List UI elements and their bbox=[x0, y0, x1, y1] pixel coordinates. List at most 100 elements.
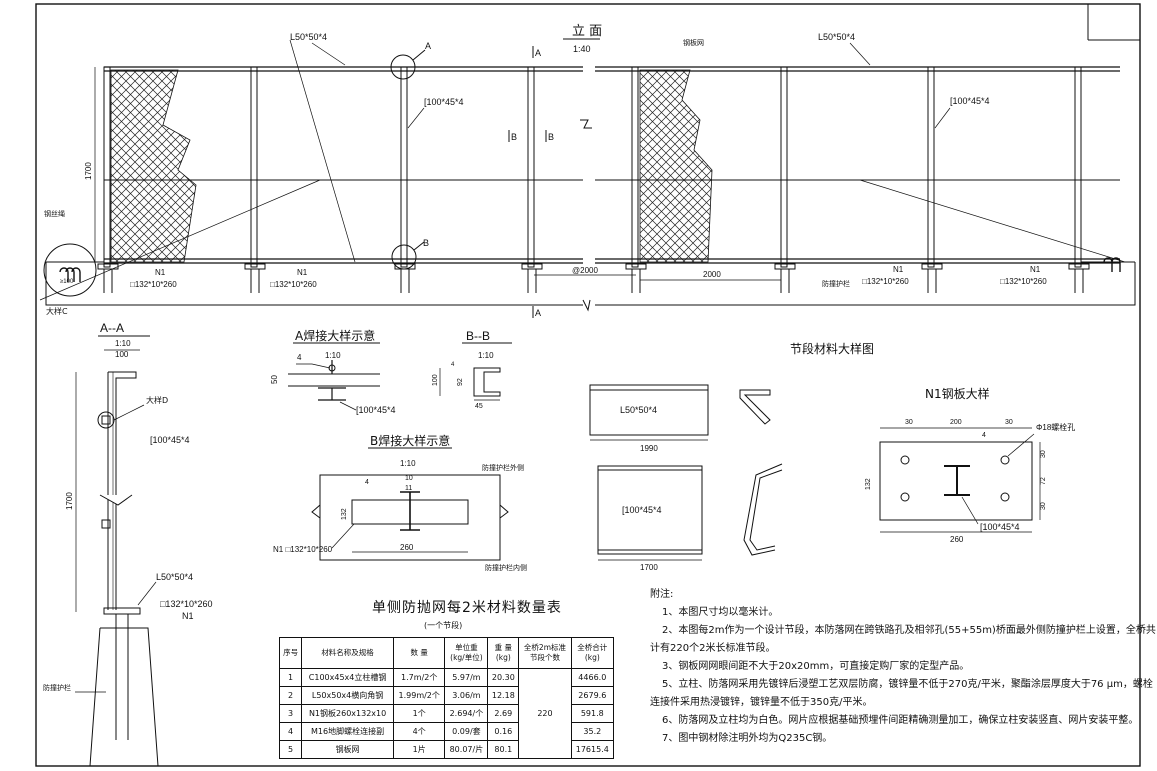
cell: M16地脚螺栓连接副 bbox=[301, 722, 394, 741]
cell: C100x45x4立柱槽钢 bbox=[301, 668, 394, 687]
segment-angle-label: L50*50*4 bbox=[620, 405, 657, 415]
section-aa-angle: L50*50*4 bbox=[156, 572, 193, 582]
cell: 3.06/m bbox=[444, 686, 489, 705]
weld-a-post: [100*45*4 bbox=[356, 405, 396, 415]
section-a-top: A bbox=[535, 48, 541, 58]
drawing-border bbox=[35, 3, 1141, 767]
cell: 1.99m/2个 bbox=[392, 686, 446, 705]
n1-plate-4: □132*10*260 bbox=[1000, 277, 1047, 286]
table-row: 5 钢板网 1片 80.07/片 80.1 17615.4 bbox=[278, 740, 615, 759]
n1-plate-1: □132*10*260 bbox=[130, 280, 177, 289]
cell: 0.16 bbox=[487, 722, 520, 741]
weld-a-detail: A焊接大样示意 1:10 4 50 [100*45*4 bbox=[270, 328, 396, 415]
mesh-panel-left bbox=[110, 69, 197, 263]
n1-weld: 4 bbox=[982, 432, 986, 439]
n1-dim-260: 260 bbox=[950, 535, 964, 544]
section-a-bottom: A bbox=[535, 308, 541, 318]
elevation-scale: 1:40 bbox=[573, 44, 591, 54]
cell: 1.7m/2个 bbox=[392, 668, 446, 687]
table-header-row: 序号 材料名称及规格 数 量 单位重(kg/单位) 重 量(kg) 全桥2m标准… bbox=[278, 637, 615, 669]
table-row: 2 L50x50x4横向角钢 1.99m/2个 3.06/m 12.18 267… bbox=[278, 686, 615, 705]
section-aa-height: 1700 bbox=[65, 492, 74, 510]
weld-b-260: 260 bbox=[400, 543, 414, 552]
cell: 2.694/个 bbox=[444, 704, 489, 723]
table-row: 3 N1钢板260x132x10 1个 2.694/个 2.69 591.8 bbox=[278, 704, 615, 723]
cell: 4 bbox=[278, 722, 303, 741]
cell: 4个 bbox=[392, 722, 446, 741]
cell: 钢板网 bbox=[301, 740, 394, 759]
section-aa-n1: N1 bbox=[182, 611, 194, 621]
section-bb-t: 4 bbox=[451, 362, 455, 368]
cell: 20.30 bbox=[487, 668, 520, 687]
segment-title: 节段材料大样图 bbox=[790, 341, 874, 356]
header-material: 材料名称及规格 bbox=[301, 637, 394, 669]
section-aa-barrier: 防撞护栏 bbox=[43, 683, 71, 692]
n1-label-3: N1 bbox=[893, 265, 904, 274]
n1-plate-2: □132*10*260 bbox=[270, 280, 317, 289]
mesh-label: 钢板网 bbox=[683, 38, 704, 47]
weld-b-title: B焊接大样示意 bbox=[370, 433, 450, 448]
detail-a-marker: A bbox=[425, 41, 431, 51]
mesh-panel-right bbox=[639, 69, 713, 263]
n1-plate-3: □132*10*260 bbox=[862, 277, 909, 286]
section-bb-scale: 1:10 bbox=[478, 351, 494, 360]
n1-dim-72: 72 bbox=[1040, 477, 1047, 485]
span-right-dim: 2000 bbox=[703, 270, 721, 279]
header-segments: 全桥2m标准节段个数 bbox=[518, 637, 572, 669]
elevation-title: 立 面 bbox=[572, 24, 602, 39]
table-title: 单侧防抛网每2米材料数量表 bbox=[372, 600, 562, 616]
n1-label-4: N1 bbox=[1030, 265, 1041, 274]
n1-dim-30a: 30 bbox=[905, 419, 913, 426]
n1-dim-30b: 30 bbox=[1005, 419, 1013, 426]
note-line: 6、防落网及立柱均为白色。网片应根据基础预埋件间距精确测量加工，确保立柱安装竖直… bbox=[662, 715, 1139, 726]
n1-bolt-label: Φ18螺栓孔 bbox=[1036, 422, 1075, 432]
cell: 35.2 bbox=[570, 722, 615, 741]
section-bb-h: 100 bbox=[432, 374, 439, 386]
section-bb-title: B--B bbox=[466, 329, 490, 343]
weld-a-scale: 1:10 bbox=[325, 351, 341, 360]
section-aa: A--A 1:10 100 大样D [100*45*4 1700 L50*50*… bbox=[43, 321, 212, 767]
small-dim: ≥100 bbox=[60, 279, 74, 285]
section-bb-w: 45 bbox=[475, 403, 483, 410]
cell: 2679.6 bbox=[570, 686, 615, 705]
cell: 17615.4 bbox=[570, 740, 615, 759]
segment-count-cell: 220 bbox=[518, 668, 572, 759]
cell: 3 bbox=[278, 704, 303, 723]
cell: 2 bbox=[278, 686, 303, 705]
section-aa-post: [100*45*4 bbox=[150, 435, 190, 445]
n1-title: N1钢板大样 bbox=[925, 386, 990, 401]
weld-b-outer: 防撞护栏外侧 bbox=[482, 463, 524, 472]
n1-dim-132: 132 bbox=[865, 478, 872, 490]
detail-b-marker: B bbox=[423, 238, 429, 248]
header-qty: 数 量 bbox=[392, 637, 446, 669]
detail-d-label: 大样D bbox=[146, 395, 168, 405]
n1-dim-30d: 30 bbox=[1040, 502, 1047, 510]
barrier-label: 防撞护栏 bbox=[822, 279, 850, 288]
cell: 80.1 bbox=[487, 740, 520, 759]
section-b-right: B bbox=[548, 132, 554, 142]
header-total: 全桥合计(kg) bbox=[570, 637, 615, 669]
segment-channel-len: 1700 bbox=[640, 563, 658, 572]
n1-post-label: [100*45*4 bbox=[980, 522, 1020, 532]
note-line: 7、图中钢材除注明外均为Q235C钢。 bbox=[662, 733, 833, 744]
weld-b-132: 132 bbox=[341, 508, 348, 520]
table-row: 4 M16地脚螺栓连接副 4个 0.09/套 0.16 35.2 bbox=[278, 722, 615, 741]
cell: 1 bbox=[278, 668, 303, 687]
note-line: 连接件采用热浸镀锌，镀锌量不低于350克/平米。 bbox=[650, 697, 873, 708]
notes: 附注: 1、本图尺寸均以毫米计。 2、本图每2m作为一个设计节段，本防落网在跨铁… bbox=[650, 586, 1156, 748]
segment-detail: 节段材料大样图 L50*50*4 1990 [100*45*4 1700 bbox=[589, 341, 874, 572]
cell: 1个 bbox=[392, 704, 446, 723]
material-table: 序号 材料名称及规格 数 量 单位重(kg/单位) 重 量(kg) 全桥2m标准… bbox=[278, 637, 615, 759]
note-line: 计有220个2米长标准节段。 bbox=[650, 643, 776, 654]
notes-heading: 附注: bbox=[650, 589, 674, 600]
section-aa-width: 100 bbox=[115, 350, 129, 359]
cell: 4466.0 bbox=[570, 668, 615, 687]
weld-a-dim: 50 bbox=[270, 375, 279, 384]
header-no: 序号 bbox=[278, 637, 303, 669]
weld-b-scale: 1:10 bbox=[400, 459, 416, 468]
elevation-height-dim: 1700 bbox=[84, 162, 93, 180]
note-line: 2、本图每2m作为一个设计节段，本防落网在跨铁路孔及相邻孔(55+55m)桥面最… bbox=[662, 625, 1156, 636]
angle-label-left: L50*50*4 bbox=[290, 32, 327, 42]
cell: 5.97/m bbox=[444, 668, 489, 687]
